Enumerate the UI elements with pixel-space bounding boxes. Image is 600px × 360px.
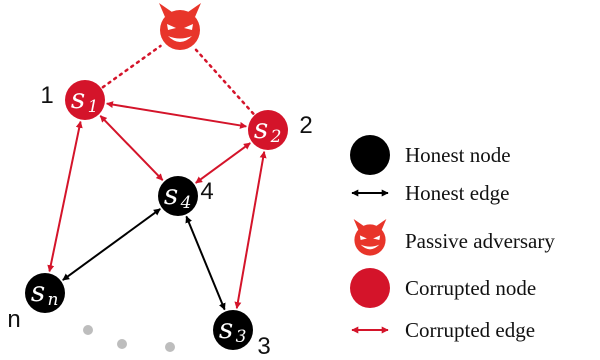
legend: Honest node Honest edge Passive adversar… (350, 135, 555, 342)
edge-s1-s2 (106, 101, 247, 129)
node-s4-symbol: s (164, 178, 178, 211)
edge-s2-s3 (234, 150, 267, 310)
legend-honest-node-label: Honest node (405, 143, 511, 167)
node-sn-symbol: s (31, 275, 45, 308)
node-s4: s 4 (158, 176, 198, 216)
edge-s4-sn (62, 208, 161, 281)
legend-corrupted-node-icon (350, 268, 390, 308)
node-s2-subscript: 2 (270, 127, 282, 147)
node-s2: s 2 (248, 110, 288, 150)
legend-honest-edge-label: Honest edge (405, 181, 509, 205)
node-s1-subscript: 1 (88, 97, 99, 117)
node-s2-symbol: s (254, 112, 268, 145)
edge-s1-s4 (99, 115, 164, 181)
legend-devil-face-icon (353, 218, 387, 256)
ellipsis-dot (83, 325, 93, 335)
node-sn-number: n (7, 306, 20, 333)
node-s2-number: 2 (299, 112, 312, 139)
legend-passive-adversary-label: Passive adversary (405, 229, 555, 253)
legend-corrupted-edge-label: Corrupted edge (405, 318, 535, 342)
node-s3-number: 3 (257, 333, 270, 360)
legend-corrupted-node-label: Corrupted node (405, 276, 536, 300)
edges-layer (47, 101, 267, 311)
node-s1-number: 1 (40, 82, 53, 109)
node-s1-symbol: s (71, 82, 85, 115)
edge-s1-sn (47, 120, 83, 273)
leak-edges-layer (101, 44, 255, 115)
node-s3: s 3 (213, 310, 253, 350)
ellipsis-dot (165, 342, 175, 352)
node-s3-subscript: 3 (236, 327, 247, 347)
node-s3-symbol: s (219, 312, 233, 345)
node-s1: s 1 (65, 80, 105, 120)
node-sn: s n (25, 273, 65, 313)
devil-face-icon (159, 3, 201, 50)
leak-edge-s2-adversary (194, 48, 255, 115)
ellipsis-dots (83, 325, 175, 352)
leak-edge-s1-adversary (101, 44, 162, 89)
node-s4-number: 4 (200, 178, 213, 205)
legend-honest-node-icon (350, 135, 390, 175)
ellipsis-dot (117, 339, 127, 349)
node-s4-subscript: 4 (180, 193, 192, 213)
node-sn-subscript: n (48, 290, 59, 310)
edge-s2-s4 (195, 142, 251, 184)
edge-s4-s3 (185, 215, 226, 311)
